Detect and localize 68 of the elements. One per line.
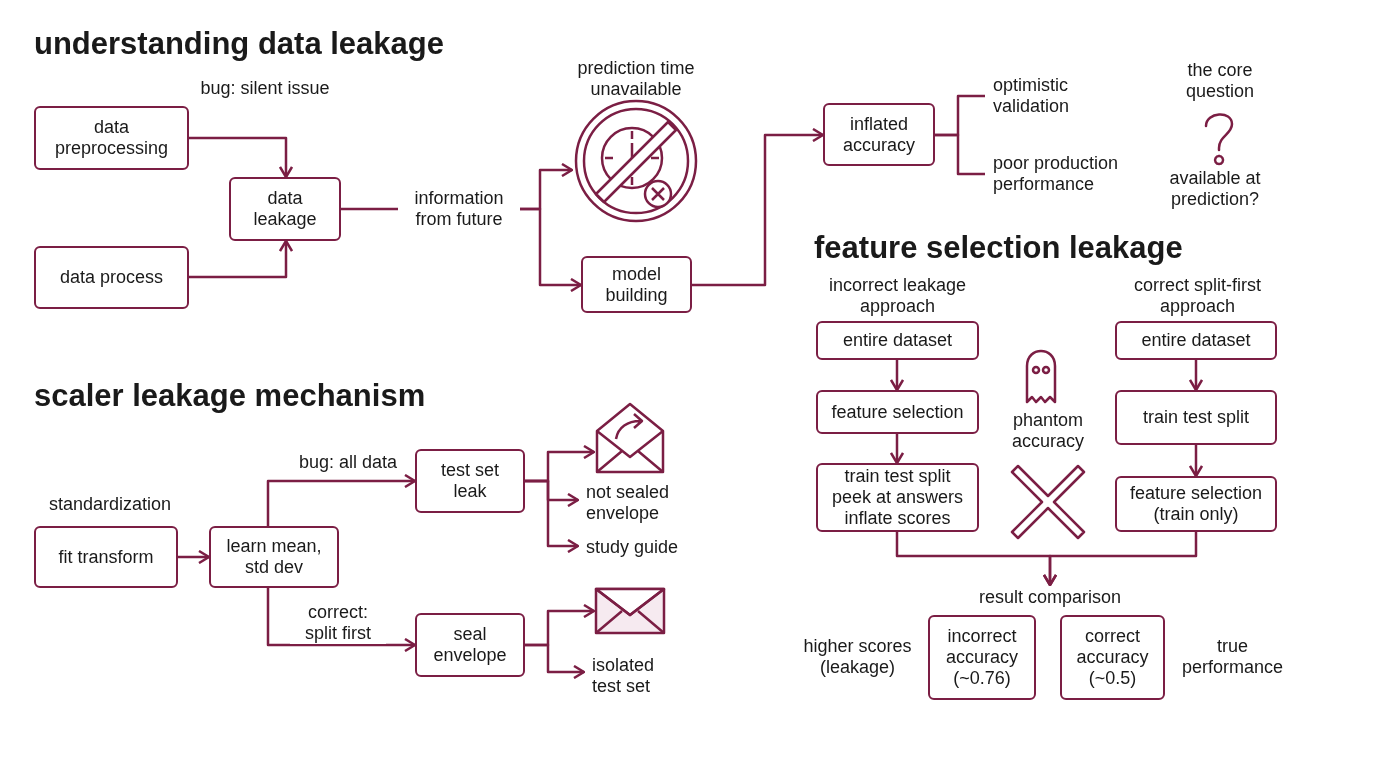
process-box <box>581 256 692 313</box>
flow-text: not sealed envelope <box>578 480 686 526</box>
process-box <box>823 103 935 166</box>
flow-text: isolated test set <box>584 652 674 700</box>
connector-arrow <box>525 479 580 554</box>
box-label: inflated accuracy <box>842 113 916 156</box>
box-label: incorrect accuracy (~0.76) <box>945 626 1019 689</box>
box-label: seal envelope <box>432 624 508 666</box>
connector-arrow <box>189 136 294 179</box>
connector-arrow <box>520 207 583 293</box>
box-label: test set leak <box>440 460 500 502</box>
node-caption: prediction time unavailable <box>576 58 696 100</box>
note-text: phantom accuracy <box>1011 410 1085 452</box>
node-caption: incorrect leakage approach <box>827 275 968 317</box>
flow-text: result comparison <box>960 585 1140 609</box>
note-text: available at prediction? <box>1168 168 1262 210</box>
box-label: feature selection (train only) <box>1128 483 1264 525</box>
box-label: feature selection <box>830 401 965 423</box>
flow-text: study guide <box>578 535 686 559</box>
node-caption: higher scores (leakage) <box>802 636 913 678</box>
edge-label: bug: silent issue <box>200 78 330 99</box>
box-label: data preprocessing <box>53 117 170 159</box>
box-label: data process <box>58 267 165 288</box>
connector-arrow <box>1188 360 1204 392</box>
process-box <box>34 526 178 588</box>
process-box <box>1115 321 1277 360</box>
node-caption: standardization <box>47 494 173 515</box>
box-label: data leakage <box>252 188 318 230</box>
process-box <box>415 449 525 513</box>
section-heading: feature selection leakage <box>814 230 1183 266</box>
node-caption: correct split-first approach <box>1133 275 1262 317</box>
process-box <box>816 321 979 360</box>
box-label: entire dataset <box>841 330 954 351</box>
process-box <box>34 106 189 170</box>
note-text: the core question <box>1184 60 1256 102</box>
connector-arrow <box>692 127 825 287</box>
connector-arrow <box>889 434 905 465</box>
process-box <box>415 613 525 677</box>
process-box <box>816 463 979 532</box>
flow-text: poor production performance <box>985 150 1135 198</box>
process-box <box>1060 615 1165 700</box>
process-box <box>1115 390 1277 445</box>
connector-arrow <box>1042 532 1198 587</box>
box-label: train test split <box>1141 407 1250 428</box>
connector-arrow <box>178 549 211 565</box>
section-heading: scaler leakage mechanism <box>34 378 426 414</box>
box-label: correct accuracy (~0.5) <box>1075 626 1150 689</box>
process-box <box>928 615 1036 700</box>
flow-text: optimistic validation <box>985 72 1095 120</box>
process-box <box>229 177 341 241</box>
box-label: entire dataset <box>1140 330 1252 351</box>
box-label: train test split peek at answers inflate scores <box>830 466 965 529</box>
diagram-title: understanding data leakage <box>34 26 444 62</box>
process-box <box>34 246 189 309</box>
connector-arrow <box>889 360 905 392</box>
connector-arrow <box>189 239 294 279</box>
process-box <box>209 526 339 588</box>
connector-arrow <box>1188 445 1204 478</box>
process-box <box>816 390 979 434</box>
flow-text: information from future <box>398 185 520 233</box>
connector-arrow <box>266 588 417 653</box>
connector-arrow <box>525 643 586 680</box>
node-caption: true performance <box>1180 636 1285 678</box>
box-label: model building <box>604 263 669 306</box>
connector-arrow <box>266 473 417 526</box>
process-box <box>1115 476 1277 532</box>
box-label: learn mean, std dev <box>225 536 323 578</box>
box-label: fit transform <box>57 546 155 568</box>
